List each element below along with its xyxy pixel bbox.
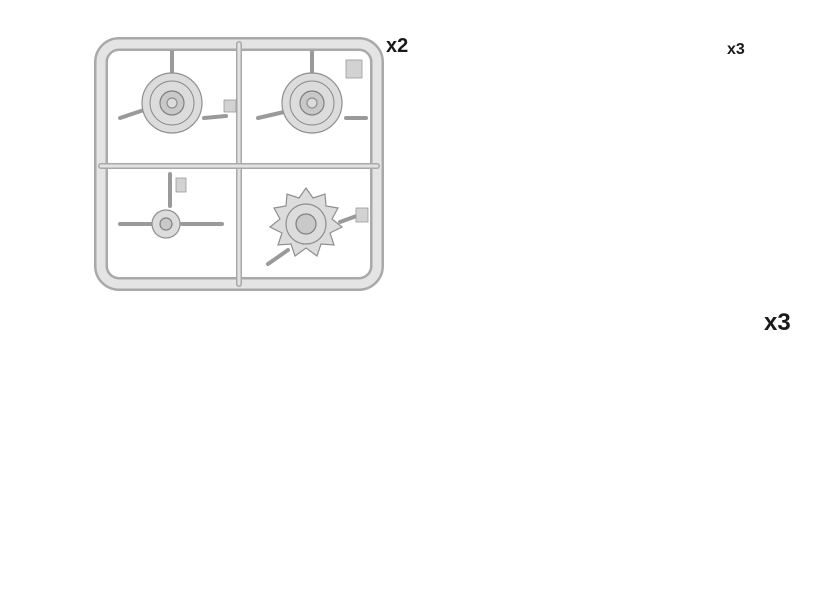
hub-cap-part xyxy=(118,172,224,239)
sprocket-part xyxy=(266,186,364,266)
road-wheel-part xyxy=(118,50,228,134)
sprue-top-left xyxy=(94,37,384,291)
quantity-label-top-left: x2 xyxy=(386,35,409,57)
quantity-label-bottom-right: x3 xyxy=(764,309,791,336)
road-wheel-part xyxy=(256,50,368,134)
quantity-label-top-right: x3 xyxy=(727,41,745,58)
